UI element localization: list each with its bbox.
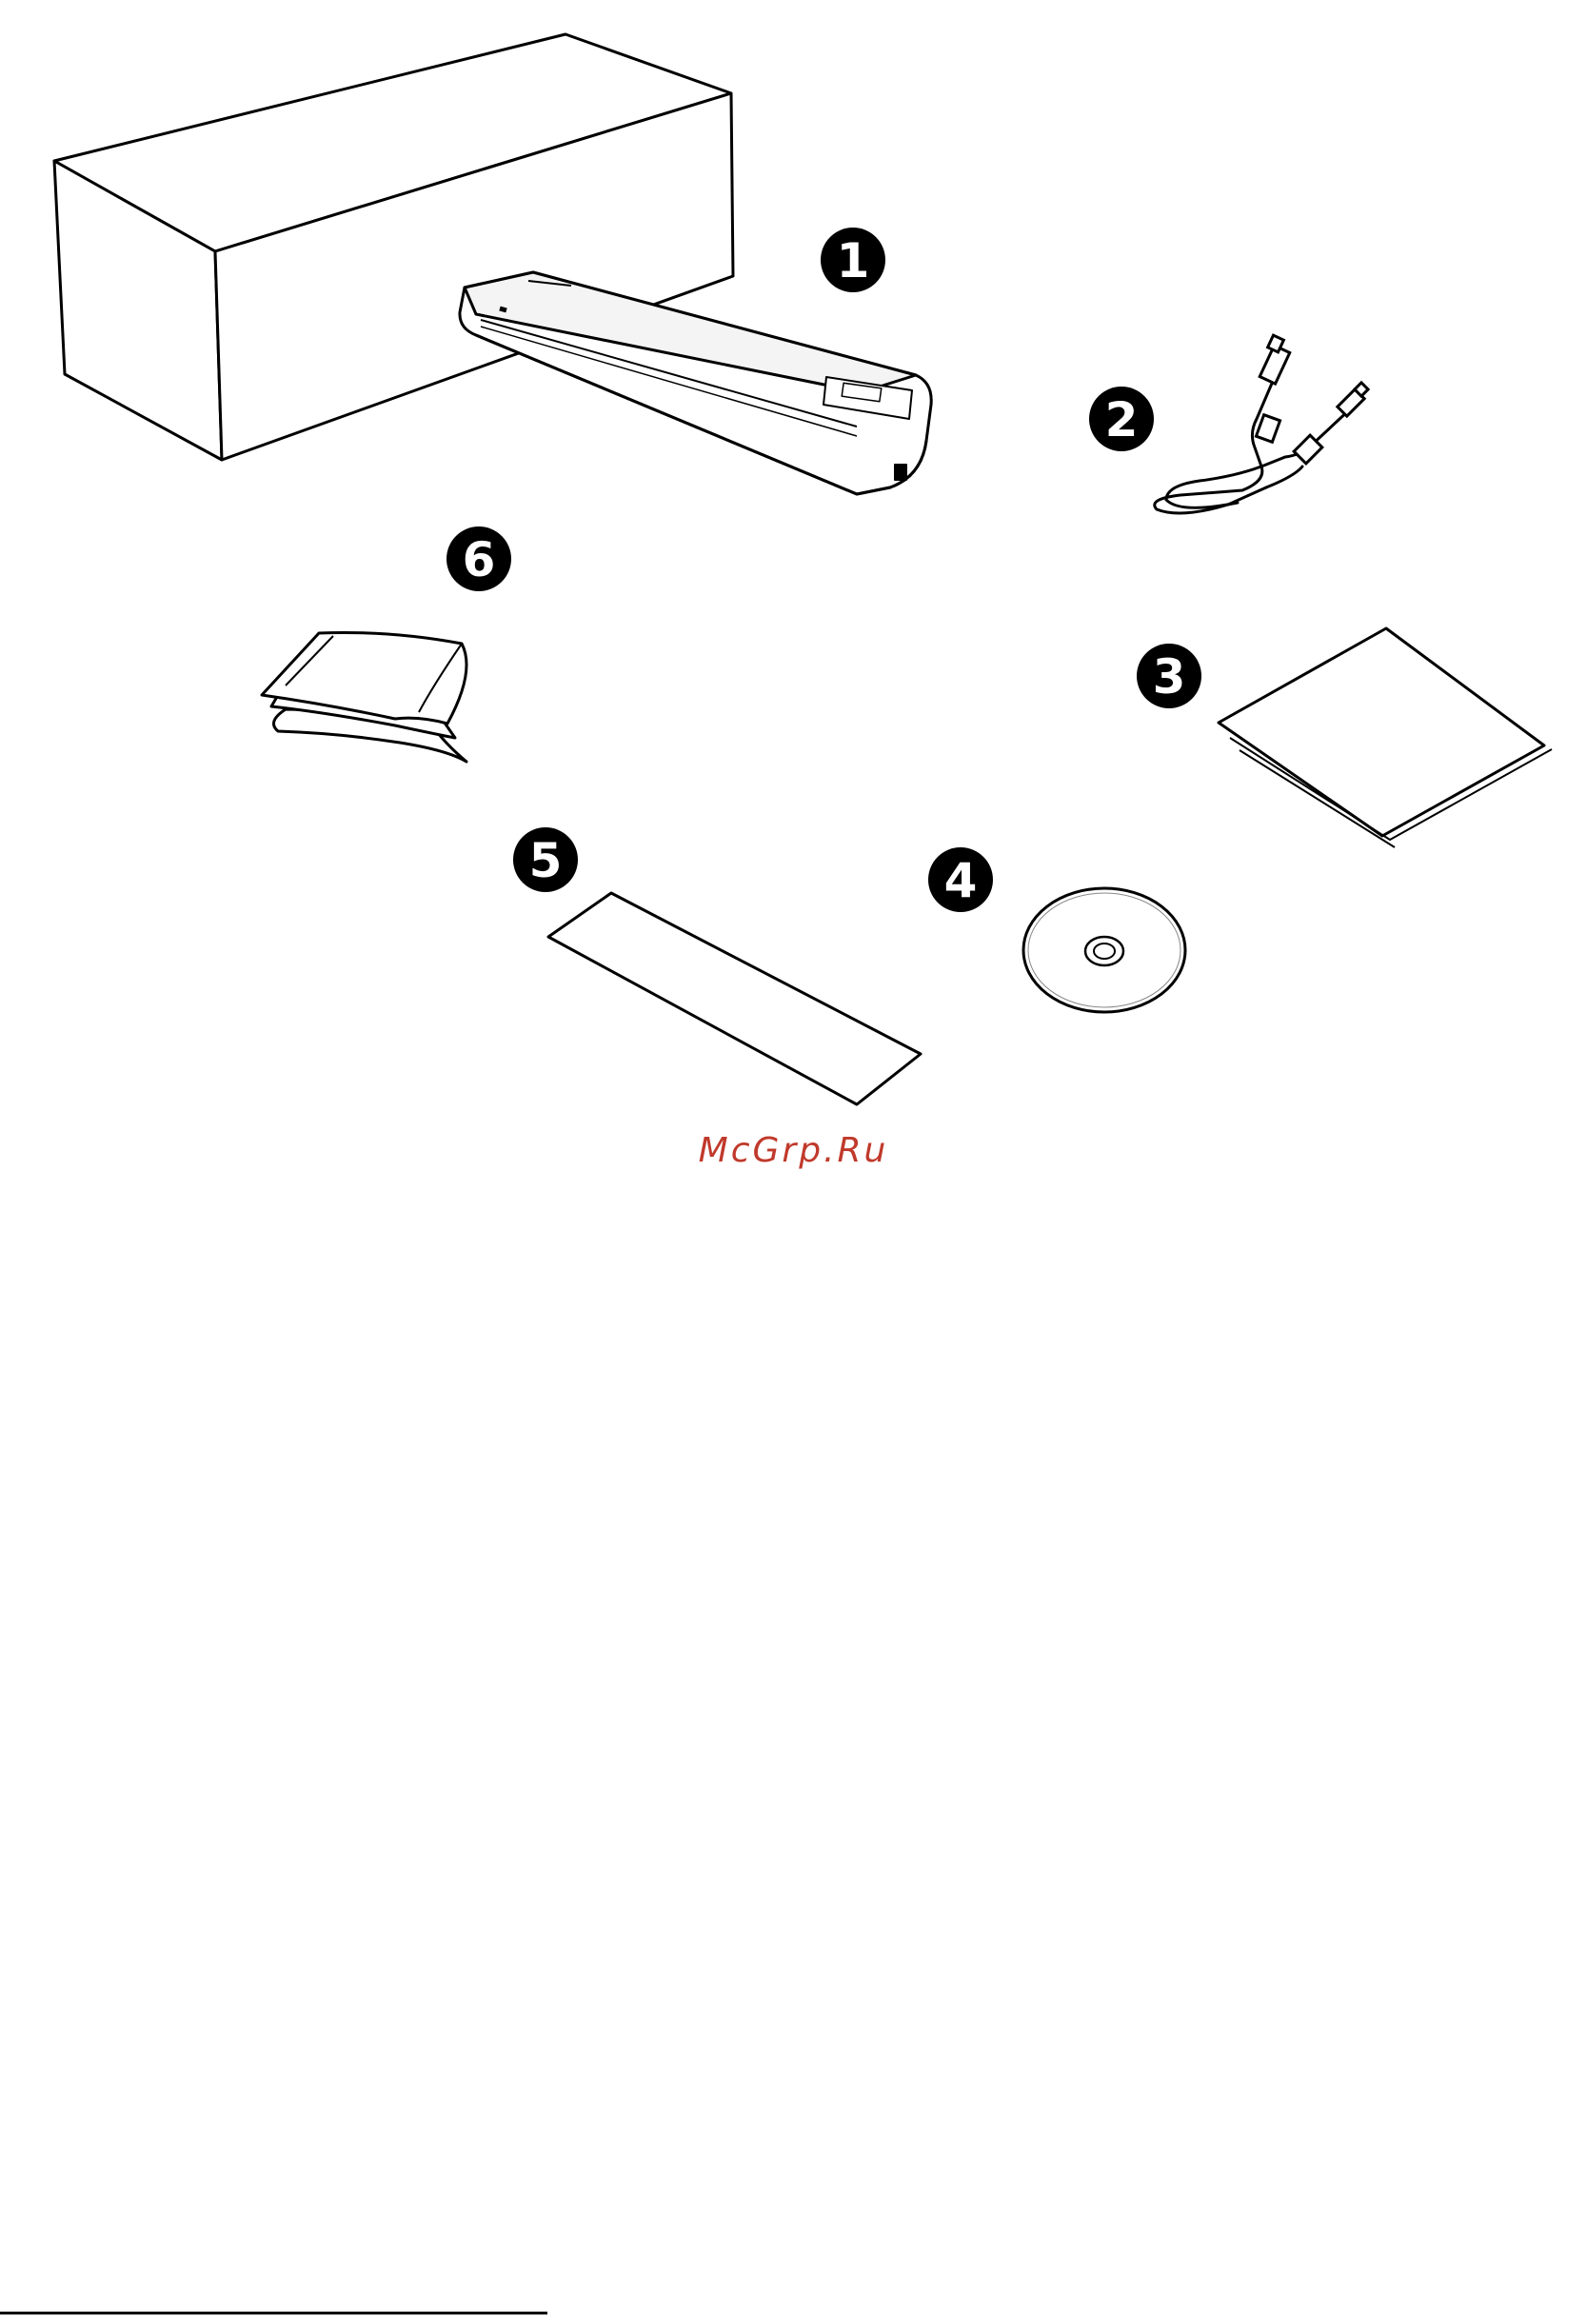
callout-2: 2: [1089, 387, 1154, 451]
calibration-sheet-illustration: [548, 893, 921, 1104]
package-contents-illustration: 1 2 3 4 5 6: [0, 0, 1587, 1238]
footnote-divider: [0, 2312, 547, 2314]
callout-5: 5: [513, 827, 578, 892]
cd-rom-illustration: [1023, 888, 1185, 1012]
callout-3-number: 3: [1153, 649, 1186, 705]
callout-4: 4: [928, 847, 993, 912]
callout-3: 3: [1137, 644, 1201, 708]
watermark: McGrp.Ru: [0, 1131, 1587, 1170]
usb-cable-illustration: [1155, 335, 1368, 513]
callout-6-number: 6: [463, 532, 496, 587]
scanner-illustration: [460, 272, 931, 494]
callout-6: 6: [446, 526, 511, 591]
callout-5-number: 5: [529, 833, 563, 888]
callout-1: 1: [821, 228, 885, 292]
quick-guide-illustration: [1219, 628, 1552, 847]
callout-4-number: 4: [944, 853, 978, 908]
cleaning-cloth-illustration: [262, 632, 466, 762]
callout-1-number: 1: [837, 233, 870, 288]
callout-2-number: 2: [1105, 392, 1139, 447]
